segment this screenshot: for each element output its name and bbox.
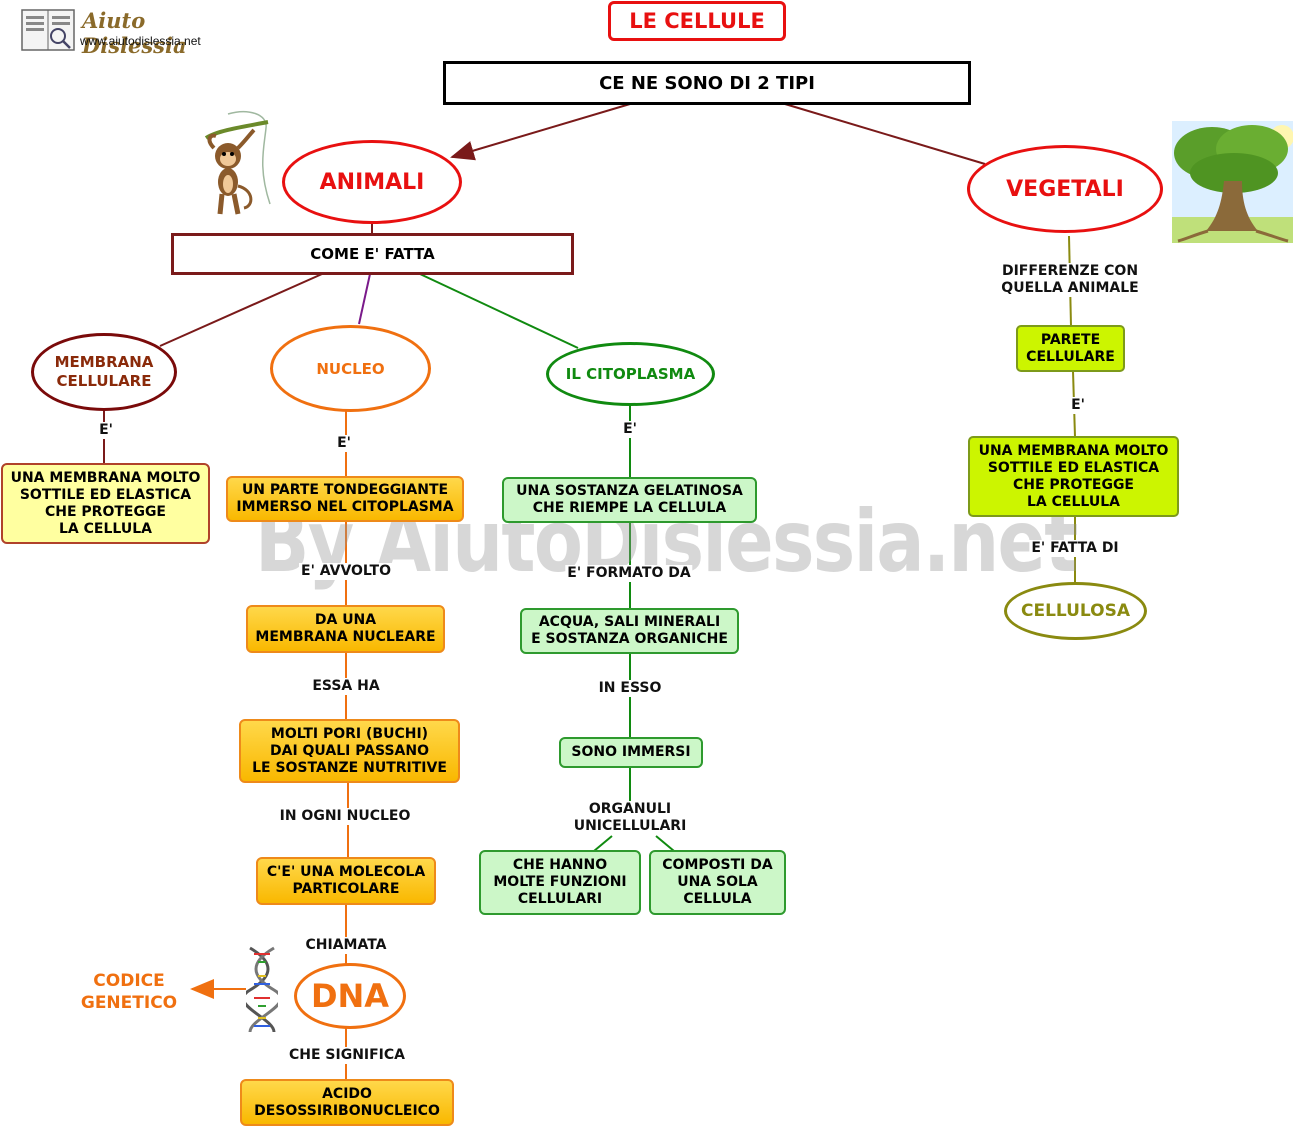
citoplasma-box-1: UNA SOSTANZA GELATINOSA CHE RIEMPE LA CE… — [502, 477, 757, 523]
citoplasma-link-1: E' — [621, 421, 639, 438]
line-organuli-box4 — [593, 835, 613, 852]
vegetali-link-1: DIFFERENZE CON QUELLA ANIMALE — [999, 263, 1141, 297]
citoplasma-link-4: ORGANULI UNICELLULARI — [571, 801, 689, 835]
citoplasma-link-2: E' FORMATO DA — [565, 565, 693, 582]
monkey-icon — [204, 110, 271, 215]
animali-structure: COME E' FATTA — [171, 233, 574, 275]
citoplasma-link-3: IN ESSO — [596, 680, 664, 697]
nucleo-link-2: E' AVVOLTO — [299, 563, 393, 580]
site-logo[interactable]: Aiuto Dislessia www.aiutodislessia.net — [20, 6, 230, 58]
citoplasma-box-4: CHE HANNO MOLTE FUNZIONI CELLULARI — [479, 850, 641, 915]
nucleo-box-2: DA UNA MEMBRANA NUCLEARE — [246, 605, 445, 653]
logo-url[interactable]: www.aiutodislessia.net — [80, 34, 201, 48]
nucleo-box-4: C'E' UNA MOLECOLA PARTICOLARE — [256, 857, 436, 905]
dna-helix-icon — [246, 946, 278, 1033]
vegetali-box-2: UNA MEMBRANA MOLTO SOTTILE ED ELASTICA C… — [968, 436, 1179, 517]
logo-title: Aiuto Dislessia — [82, 8, 187, 58]
citoplasma-box-3: SONO IMMERSI — [559, 737, 703, 768]
vegetali-box-1: PARETE CELLULARE — [1016, 325, 1125, 372]
nucleo-link-4: IN OGNI NUCLEO — [277, 808, 413, 825]
nucleo-link-1: E' — [335, 435, 353, 452]
tree-icon — [1172, 121, 1293, 243]
nucleo-link-6: CHE SIGNIFICA — [286, 1047, 408, 1064]
vegetali-link-3: E' FATTA DI — [1029, 540, 1121, 557]
animali-node: ANIMALI — [282, 140, 462, 224]
nucleo-link-5: CHIAMATA — [303, 937, 389, 954]
cellulosa-node: CELLULOSA — [1004, 582, 1147, 640]
line-structure-membrana — [159, 273, 323, 347]
types-header: CE NE SONO DI 2 TIPI — [443, 61, 971, 105]
nucleo-box-5: ACIDO DESOSSIRIBONUCLEICO — [240, 1079, 454, 1126]
nucleo-node: NUCLEO — [270, 325, 431, 412]
line-types-vegetali — [784, 103, 986, 165]
membrana-link: E' — [97, 422, 115, 439]
citoplasma-node: IL CITOPLASMA — [546, 342, 715, 406]
line-structure-citoplasma — [419, 273, 579, 349]
book-logo-icon — [21, 9, 75, 51]
dna-node: DNA — [294, 963, 406, 1029]
citoplasma-box-2: ACQUA, SALI MINERALI E SOSTANZA ORGANICH… — [520, 608, 739, 654]
codice-genetico: CODICE GENETICO — [80, 971, 178, 1013]
nucleo-link-3: ESSA HA — [310, 678, 382, 695]
membrana-desc: UNA MEMBRANA MOLTO SOTTILE ED ELASTICA C… — [1, 463, 210, 544]
nucleo-box-1: UN PARTE TONDEGGIANTE IMMERSO NEL CITOPL… — [226, 476, 464, 522]
line-types-animali — [450, 103, 631, 161]
line-structure-nucleo — [358, 273, 371, 325]
page-title: LE CELLULE — [608, 1, 786, 41]
line-organuli-box5 — [655, 835, 675, 852]
vegetali-link-2: E' — [1069, 397, 1087, 414]
vegetali-node: VEGETALI — [967, 145, 1163, 233]
membrana-node: MEMBRANA CELLULARE — [31, 333, 177, 411]
citoplasma-box-5: COMPOSTI DA UNA SOLA CELLULA — [649, 850, 786, 915]
nucleo-box-3: MOLTI PORI (BUCHI) DAI QUALI PASSANO LE … — [239, 719, 460, 783]
